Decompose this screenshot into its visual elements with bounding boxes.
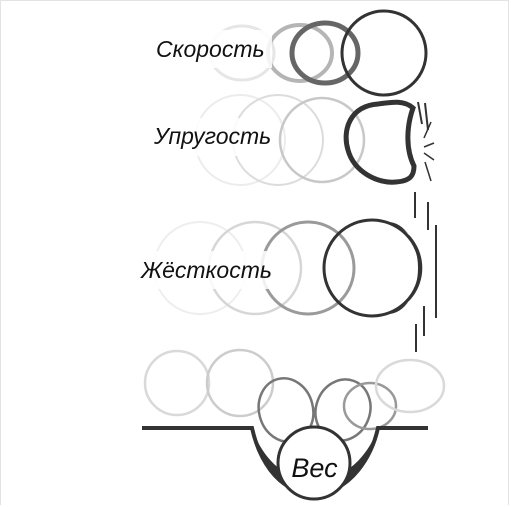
weight-trail-ball-2 bbox=[205, 348, 275, 418]
hard-ball-shadow bbox=[388, 222, 423, 314]
elastic-trail-ball-3 bbox=[278, 96, 366, 184]
elastic-impact-line-4 bbox=[423, 142, 435, 148]
label-weight: Вес bbox=[291, 453, 338, 483]
speed-trail-ball-3 bbox=[289, 20, 361, 86]
label-elasticity: Упругость bbox=[154, 123, 272, 149]
hard-trail-ball-3 bbox=[260, 220, 356, 316]
hard-ball bbox=[322, 218, 422, 318]
elastic-impact-line-3 bbox=[423, 121, 432, 139]
speed-ball bbox=[340, 9, 428, 97]
weight-trail-ball-5 bbox=[342, 381, 398, 431]
wall-lines bbox=[414, 192, 437, 352]
speed-row bbox=[148, 9, 428, 97]
elastic-impact-line-6 bbox=[424, 161, 432, 182]
weight-trail-ball-1 bbox=[143, 349, 211, 417]
elastic-impact-line-1 bbox=[417, 101, 423, 125]
elasticity-row bbox=[146, 94, 435, 186]
label-speed: Скорость bbox=[156, 36, 265, 62]
weight-ball bbox=[276, 425, 352, 501]
elastic-impact-line-2 bbox=[424, 102, 429, 131]
hardness-label-backdrop bbox=[132, 251, 270, 289]
weight-trail-ball-6 bbox=[374, 358, 446, 414]
elastic-impact-line-5 bbox=[423, 152, 435, 161]
speed-label-backdrop bbox=[148, 30, 272, 68]
elastic-ball-squashed bbox=[343, 99, 417, 185]
label-hardness: Жёсткость bbox=[141, 257, 272, 283]
weight-row bbox=[142, 348, 446, 501]
hardness-row bbox=[132, 218, 423, 318]
elasticity-label-backdrop bbox=[146, 118, 274, 156]
